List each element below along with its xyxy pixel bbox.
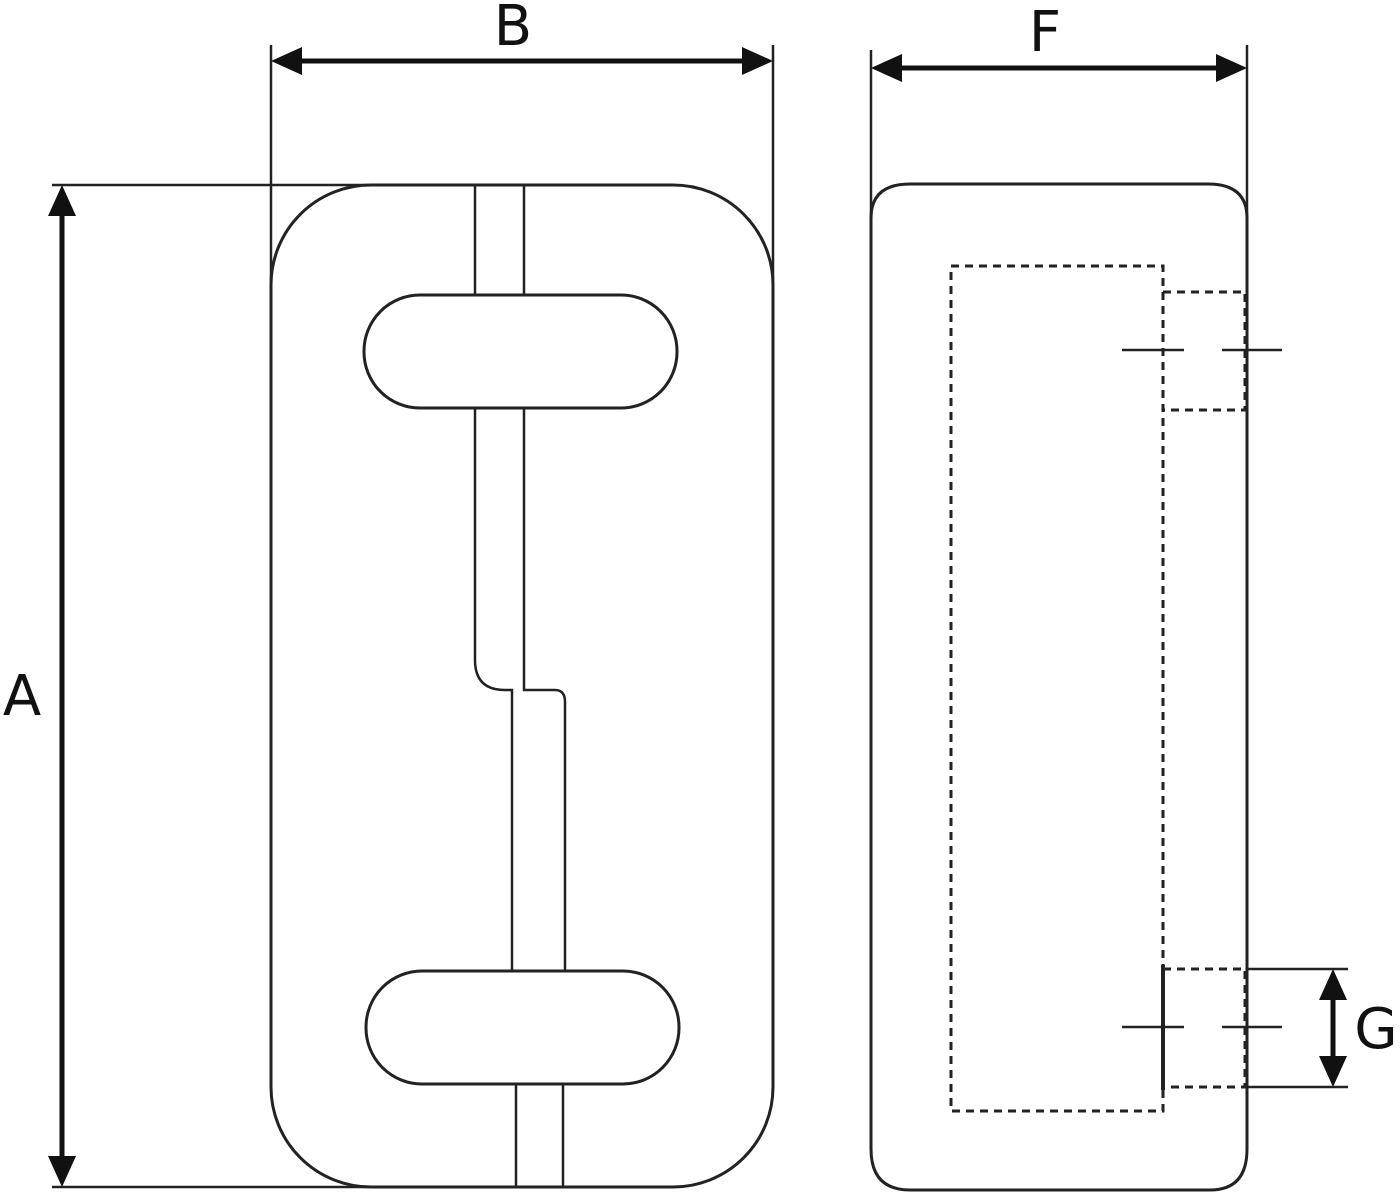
dimension-g-arrow-top [1319, 969, 1347, 1000]
dimension-a-arrow-top [48, 185, 76, 216]
side-view [869, 182, 1282, 1192]
dimension-b-arrow-left [271, 47, 302, 75]
top-slot [362, 293, 679, 410]
dimension-g: G [1247, 967, 1398, 1089]
bottom-slot [364, 969, 681, 1086]
side-body-outline [869, 182, 1249, 1192]
dimension-g-label: G [1354, 997, 1397, 1062]
dimension-f: F [869, 0, 1249, 218]
dimension-a-arrow-bottom [48, 1156, 76, 1187]
dimension-b-arrow-right [742, 47, 773, 75]
middle-groove-right [522, 408, 567, 972]
dimension-g-arrow-bottom [1319, 1056, 1347, 1087]
front-body-outline [269, 183, 775, 1189]
dimension-f-label: F [1029, 0, 1061, 65]
front-view [269, 183, 775, 1189]
dimension-a: A [3, 183, 410, 1189]
hidden-cavity [949, 264, 1165, 1113]
dimension-b-label: B [494, 0, 532, 59]
middle-groove-left [473, 408, 514, 972]
dimension-f-arrow-left [871, 54, 902, 82]
dimension-b: B [269, 0, 775, 285]
dimension-a-label: A [3, 664, 41, 729]
dimension-f-arrow-right [1216, 54, 1247, 82]
